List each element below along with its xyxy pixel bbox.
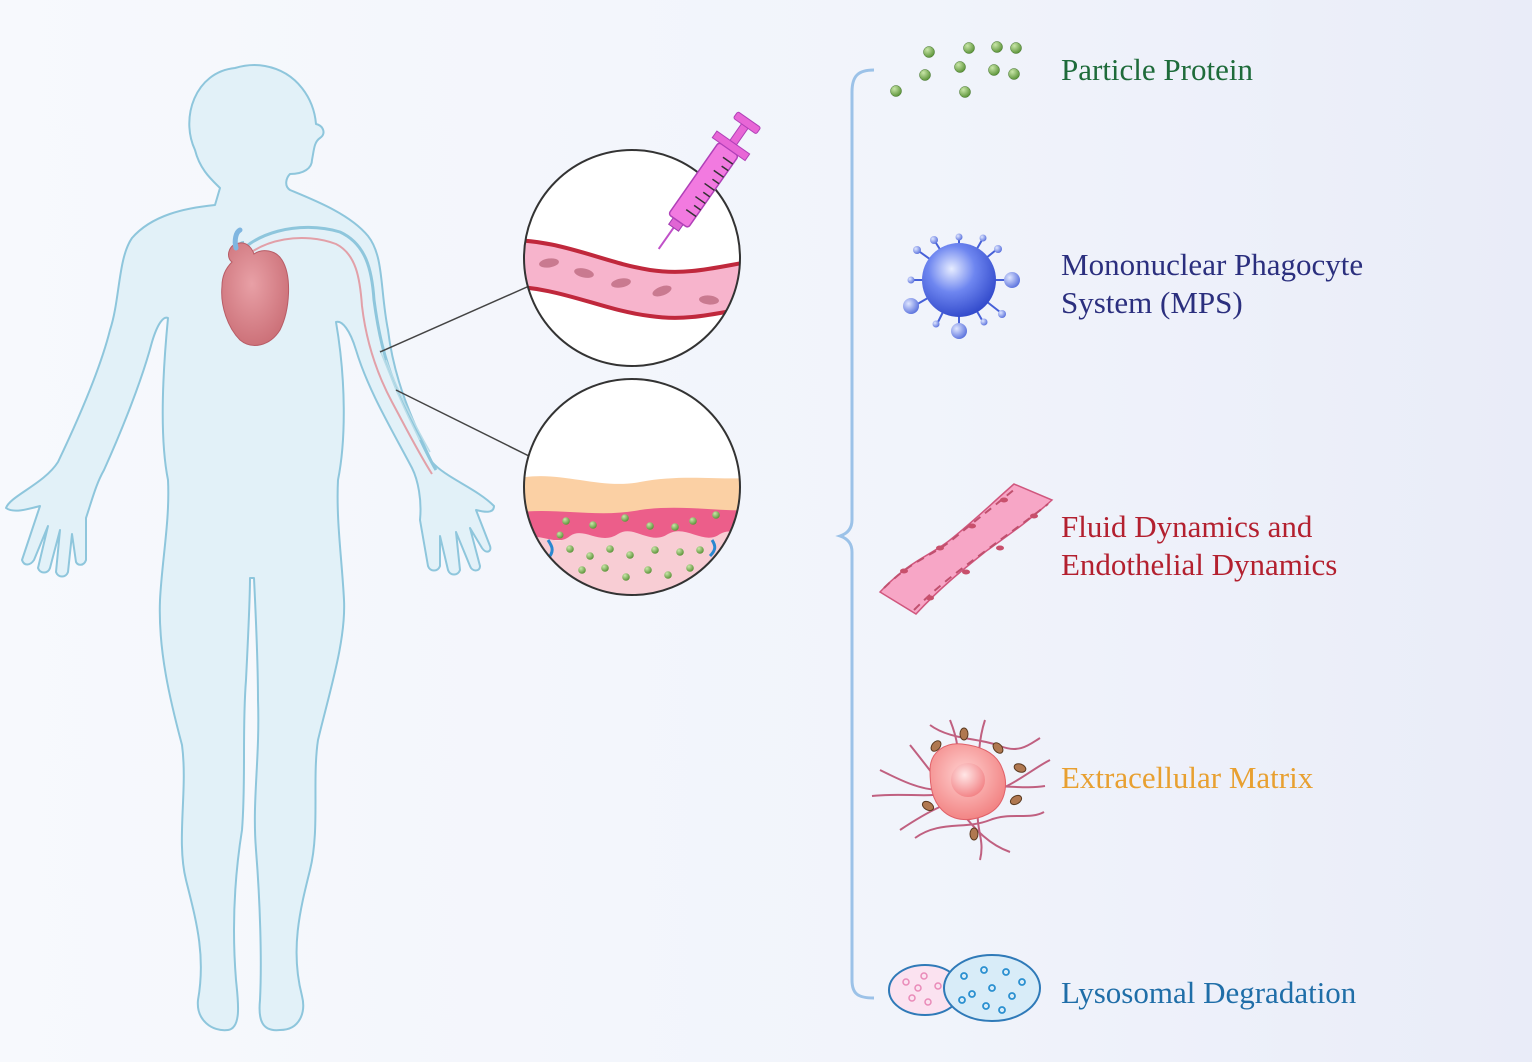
- tissue-cross-section-icon: [523, 378, 741, 596]
- ecm-text: Extracellular Matrix: [1061, 760, 1314, 795]
- mps-label-line2: System (MPS): [1061, 285, 1243, 320]
- fluid-label-line1: Fluid Dynamics and: [1061, 509, 1313, 544]
- fluid-dynamics-label: Fluid Dynamics and Endothelial Dynamics: [1061, 508, 1337, 584]
- heart-icon: [221, 227, 290, 346]
- bracket: [835, 68, 875, 1000]
- phagocyte-cell-icon: [903, 233, 1020, 339]
- zoom-line-bottom: [395, 389, 538, 461]
- endothelial-vessel-icon: [878, 483, 1054, 615]
- blood-vessel-icon: [523, 149, 741, 367]
- syringe-icon: [657, 111, 761, 250]
- mps-label: Mononuclear Phagocyte System (MPS): [1061, 246, 1363, 322]
- lysosome-icon: [888, 954, 1041, 1022]
- lysosomal-text: Lysosomal Degradation: [1061, 975, 1357, 1010]
- fluid-label-line2: Endothelial Dynamics: [1061, 547, 1338, 582]
- lysosomal-degradation-label: Lysosomal Degradation: [1061, 974, 1356, 1012]
- extracellular-matrix-label: Extracellular Matrix: [1061, 759, 1313, 797]
- particle-protein-text: Particle Protein: [1061, 52, 1253, 87]
- extracellular-matrix-icon: [871, 719, 1051, 861]
- particle-protein-label: Particle Protein: [1061, 51, 1253, 89]
- protein-particles-icon: [890, 41, 1022, 98]
- zoom-line-top: [379, 282, 537, 353]
- mps-label-line1: Mononuclear Phagocyte: [1061, 247, 1364, 282]
- human-body-icon: [5, 63, 495, 1032]
